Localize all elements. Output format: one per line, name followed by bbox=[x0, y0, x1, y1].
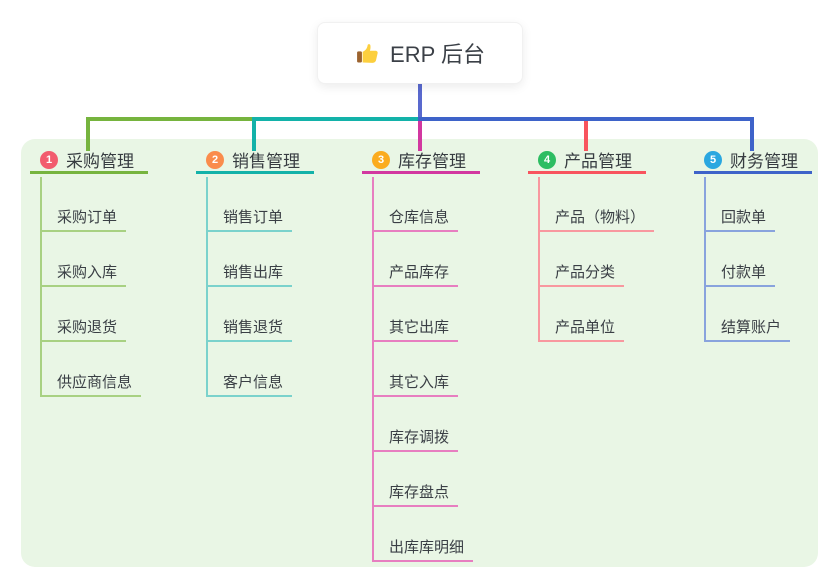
child-node[interactable]: 产品单位 bbox=[538, 316, 625, 342]
branch-number-badge: 2 bbox=[206, 150, 224, 169]
branch-label: 产品管理 bbox=[564, 152, 632, 171]
child-node[interactable]: 产品（物料） bbox=[538, 206, 655, 232]
child-node[interactable]: 其它入库 bbox=[372, 371, 459, 397]
branch-number-badge: 1 bbox=[40, 150, 58, 169]
branch-drop-line bbox=[418, 117, 422, 151]
branch-number-badge: 3 bbox=[372, 150, 390, 169]
thumbs-up-icon bbox=[355, 41, 380, 66]
branch-node-5[interactable]: 5 财务管理 bbox=[694, 148, 812, 174]
child-node[interactable]: 采购退货 bbox=[40, 316, 127, 342]
branch-label: 销售管理 bbox=[232, 152, 300, 171]
child-spine-line bbox=[704, 177, 706, 342]
connector-hline-segment bbox=[418, 117, 754, 121]
branch-node-1[interactable]: 1 采购管理 bbox=[30, 148, 148, 174]
connector-hline-segment bbox=[252, 117, 418, 121]
branch-number-badge: 4 bbox=[538, 150, 556, 169]
child-node[interactable]: 结算账户 bbox=[704, 316, 791, 342]
child-node[interactable]: 客户信息 bbox=[206, 371, 293, 397]
child-node[interactable]: 出库库明细 bbox=[372, 536, 474, 562]
child-node[interactable]: 供应商信息 bbox=[40, 371, 142, 397]
branch-label: 采购管理 bbox=[66, 152, 134, 171]
branch-drop-line bbox=[750, 117, 754, 151]
child-node[interactable]: 回款单 bbox=[704, 206, 776, 232]
child-spine-line bbox=[206, 177, 208, 397]
branch-node-2[interactable]: 2 销售管理 bbox=[196, 148, 314, 174]
branch-number-badge: 5 bbox=[704, 150, 722, 169]
child-node[interactable]: 产品库存 bbox=[372, 261, 459, 287]
child-node[interactable]: 库存调拨 bbox=[372, 426, 459, 452]
branch-label: 财务管理 bbox=[730, 152, 798, 171]
root-drop-line bbox=[418, 84, 422, 117]
child-node[interactable]: 仓库信息 bbox=[372, 206, 459, 232]
child-spine-line bbox=[40, 177, 42, 397]
child-node[interactable]: 采购订单 bbox=[40, 206, 127, 232]
child-node[interactable]: 销售出库 bbox=[206, 261, 293, 287]
root-label: ERP 后台 bbox=[390, 42, 485, 67]
branch-label: 库存管理 bbox=[398, 152, 466, 171]
child-node[interactable]: 其它出库 bbox=[372, 316, 459, 342]
connector-hline-segment bbox=[86, 117, 252, 121]
branch-drop-line bbox=[584, 117, 588, 151]
child-spine-line bbox=[372, 177, 374, 562]
branches-panel bbox=[21, 139, 818, 567]
child-node[interactable]: 库存盘点 bbox=[372, 481, 459, 507]
branch-drop-line bbox=[252, 117, 256, 151]
child-node[interactable]: 销售退货 bbox=[206, 316, 293, 342]
child-node[interactable]: 采购入库 bbox=[40, 261, 127, 287]
child-node[interactable]: 产品分类 bbox=[538, 261, 625, 287]
branch-drop-line bbox=[86, 117, 90, 151]
branch-node-3[interactable]: 3 库存管理 bbox=[362, 148, 480, 174]
child-node[interactable]: 销售订单 bbox=[206, 206, 293, 232]
child-spine-line bbox=[538, 177, 540, 342]
branch-node-4[interactable]: 4 产品管理 bbox=[528, 148, 646, 174]
child-node[interactable]: 付款单 bbox=[704, 261, 776, 287]
root-node[interactable]: ERP 后台 bbox=[317, 22, 523, 84]
